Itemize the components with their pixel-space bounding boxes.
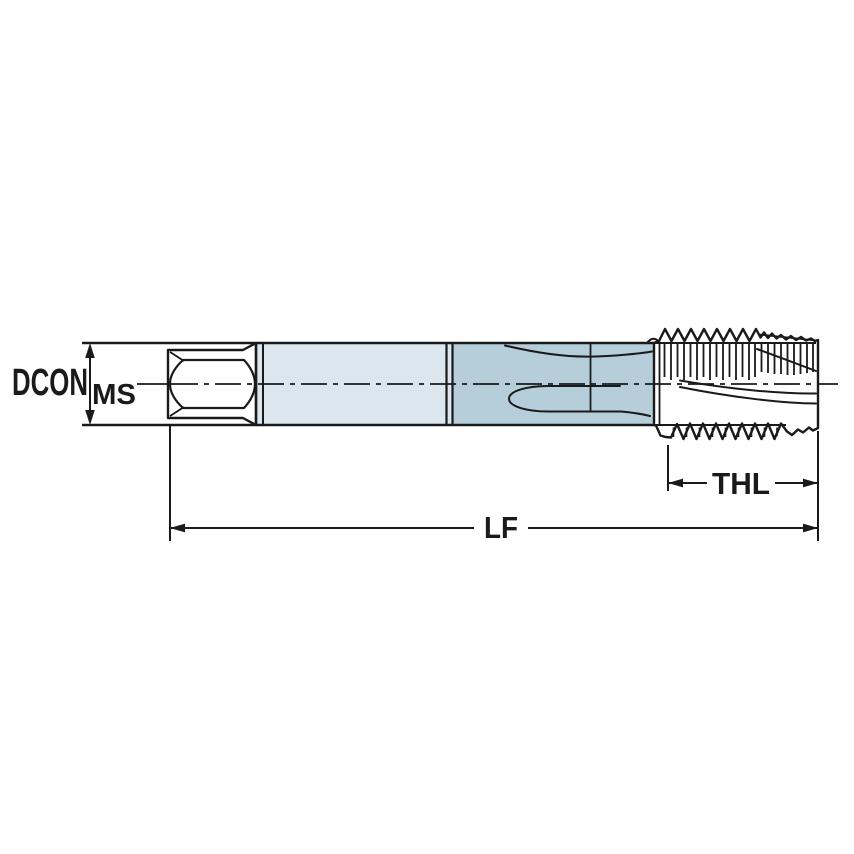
dimension-lf (169, 425, 819, 541)
spiral-point-flute-edge (756, 348, 817, 372)
thread-profile (652, 327, 820, 441)
lf-arrow-right (803, 523, 818, 533)
labels: DCON MS THL LF (12, 362, 770, 545)
thl-label: THL (712, 466, 770, 501)
dcon-arrow-down (85, 410, 95, 425)
dimension-thl (667, 445, 818, 491)
spiral-point-curve-lower (679, 386, 817, 405)
thread-root-lines (654, 342, 816, 426)
lf-label: LF (484, 510, 518, 545)
tap-drawing (82, 327, 838, 441)
thl-arrow-left (668, 478, 683, 488)
ms-label: MS (92, 379, 136, 411)
square-drive-face (168, 358, 257, 410)
dimension-dcon (85, 343, 95, 425)
thl-arrow-right (803, 478, 818, 488)
dcon-label: DCON (12, 362, 88, 404)
thread-flank-lines (663, 344, 814, 380)
bottom-flute (508, 385, 651, 417)
bottom-thread-shading (672, 427, 778, 437)
square-drive-chamfers (169, 351, 185, 417)
thread-chamfer-base (758, 333, 817, 342)
lf-arrow-left (170, 523, 185, 533)
dcon-arrow-up (85, 343, 95, 358)
